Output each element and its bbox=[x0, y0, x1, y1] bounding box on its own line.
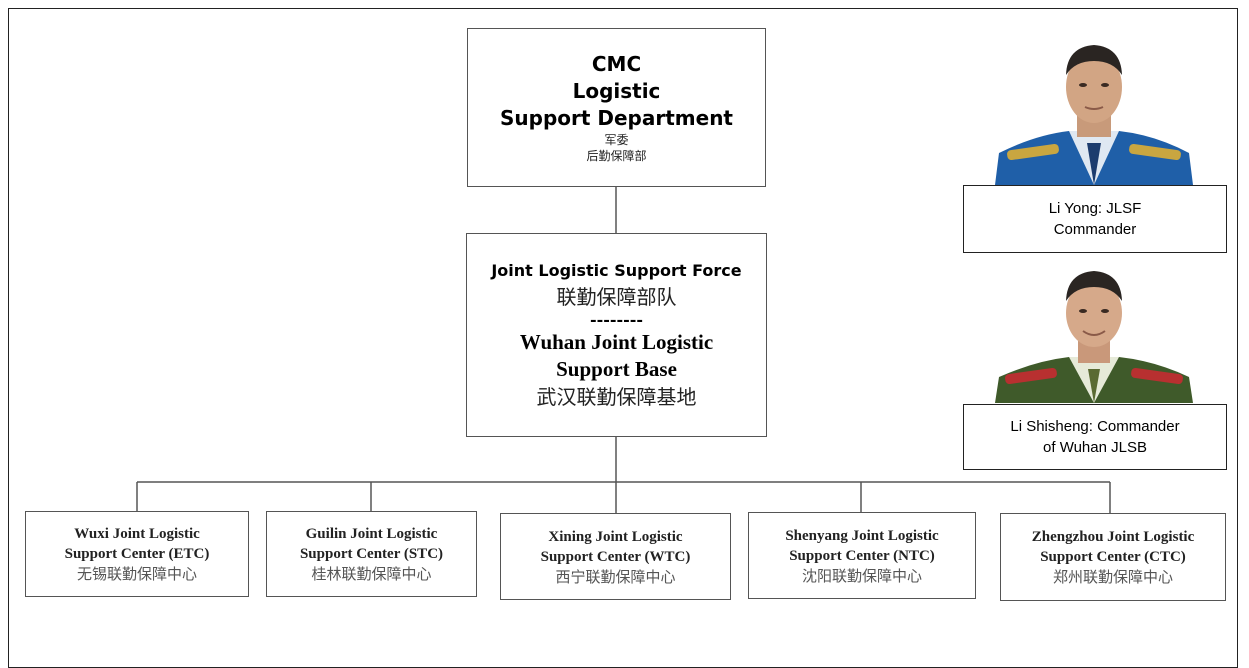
center-chinese-name: 西宁联勤保障中心 bbox=[555, 567, 676, 586]
li-shisheng-caption: Li Shisheng: Commander of Wuhan JLSB bbox=[963, 404, 1227, 470]
wuhan-base-chinese: 武汉联勤保障基地 bbox=[536, 385, 697, 409]
cmc-title-line3: Support Department bbox=[499, 106, 733, 130]
center-chinese-name: 桂林联勤保障中心 bbox=[311, 565, 432, 583]
li-shisheng-portrait bbox=[995, 265, 1193, 403]
cmc-title-line2: Logistic bbox=[572, 79, 661, 103]
joint-logistic-support-force-box: Joint Logistic Support Force 联勤保障部队 ----… bbox=[466, 233, 767, 437]
center-name-line1: Guilin Joint Logistic bbox=[305, 526, 438, 542]
caption-line2: Commander bbox=[1053, 221, 1137, 238]
guilin-center-box: Guilin Joint Logistic Support Center (ST… bbox=[266, 511, 477, 597]
jlsf-title: Joint Logistic Support Force bbox=[491, 261, 742, 280]
center-name-line1: Shenyang Joint Logistic bbox=[785, 527, 939, 544]
center-chinese-name: 沈阳联勤保障中心 bbox=[801, 566, 922, 585]
li-yong-portrait bbox=[995, 35, 1193, 185]
shenyang-center-box: Shenyang Joint Logistic Support Center (… bbox=[748, 512, 976, 599]
caption-line1: Li Yong: JLSF bbox=[1048, 200, 1142, 217]
connector-lines bbox=[136, 187, 1111, 513]
jlsf-separator: -------- bbox=[589, 310, 644, 329]
center-name-line1: Wuxi Joint Logistic bbox=[74, 526, 200, 542]
li-yong-caption: Li Yong: JLSF Commander bbox=[963, 185, 1227, 253]
cmc-logistic-support-department-box: CMC Logistic Support Department 军委 后勤保障部 bbox=[467, 28, 766, 187]
zhengzhou-center-box: Zhengzhou Joint Logistic Support Center … bbox=[1000, 513, 1226, 601]
cmc-chinese-line2: 后勤保障部 bbox=[586, 149, 647, 163]
center-name-line2: Support Center (ETC) bbox=[64, 546, 210, 562]
cmc-title-line1: CMC bbox=[591, 52, 642, 76]
wuxi-center-box: Wuxi Joint Logistic Support Center (ETC)… bbox=[25, 511, 249, 597]
center-name-line2: Support Center (NTC) bbox=[789, 547, 935, 564]
center-name-line2: Support Center (CTC) bbox=[1040, 549, 1186, 565]
wuhan-base-line1: Wuhan Joint Logistic bbox=[519, 330, 714, 354]
xining-center-box: Xining Joint Logistic Support Center (WT… bbox=[500, 513, 731, 600]
caption-line1: Li Shisheng: Commander bbox=[1010, 418, 1180, 435]
cmc-chinese-line1: 军委 bbox=[604, 133, 629, 147]
jlsf-chinese-title: 联勤保障部队 bbox=[556, 285, 677, 309]
center-name-line2: Support Center (STC) bbox=[299, 546, 444, 562]
center-name-line1: Xining Joint Logistic bbox=[548, 528, 683, 545]
center-chinese-name: 郑州联勤保障中心 bbox=[1052, 568, 1173, 586]
center-chinese-name: 无锡联勤保障中心 bbox=[76, 565, 197, 583]
center-name-line2: Support Center (WTC) bbox=[540, 548, 691, 565]
wuhan-base-line2: Support Base bbox=[556, 357, 677, 381]
caption-line2: of Wuhan JLSB bbox=[1043, 439, 1147, 456]
center-name-line1: Zhengzhou Joint Logistic bbox=[1031, 529, 1195, 545]
